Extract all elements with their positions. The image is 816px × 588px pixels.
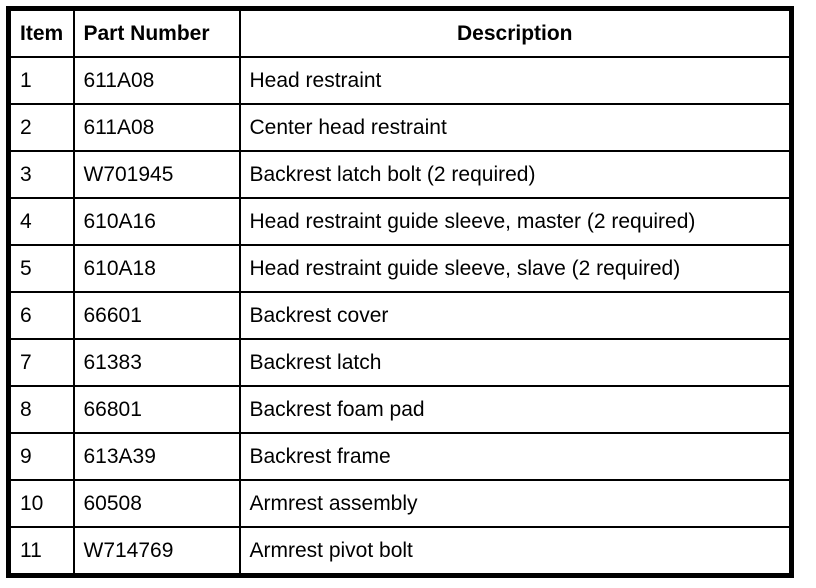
header-item: Item bbox=[7, 7, 75, 58]
cell-part-number: 611A08 bbox=[72, 56, 241, 105]
header-description: Description bbox=[238, 7, 793, 58]
cell-item: 4 bbox=[7, 197, 75, 246]
header-part-number: Part Number bbox=[72, 7, 241, 58]
table-body: 1 611A08 Head restraint 2 611A08 Center … bbox=[7, 56, 793, 577]
cell-part-number: 61383 bbox=[72, 338, 241, 387]
cell-description: Armrest assembly bbox=[238, 479, 793, 528]
table-row: 10 60508 Armrest assembly bbox=[7, 479, 793, 528]
cell-part-number: W701945 bbox=[72, 150, 241, 199]
cell-item: 7 bbox=[7, 338, 75, 387]
cell-description: Backrest latch bolt (2 required) bbox=[238, 150, 793, 199]
cell-description: Backrest cover bbox=[238, 291, 793, 340]
table-header-row: Item Part Number Description bbox=[7, 7, 793, 58]
table-row: 7 61383 Backrest latch bbox=[7, 338, 793, 387]
cell-description: Backrest frame bbox=[238, 432, 793, 481]
cell-part-number: 613A39 bbox=[72, 432, 241, 481]
cell-description: Backrest foam pad bbox=[238, 385, 793, 434]
table-row: 5 610A18 Head restraint guide sleeve, sl… bbox=[7, 244, 793, 293]
cell-item: 8 bbox=[7, 385, 75, 434]
cell-part-number: 610A18 bbox=[72, 244, 241, 293]
cell-description: Center head restraint bbox=[238, 103, 793, 152]
cell-part-number: W714769 bbox=[72, 526, 241, 577]
table-row: 4 610A16 Head restraint guide sleeve, ma… bbox=[7, 197, 793, 246]
table-row: 1 611A08 Head restraint bbox=[7, 56, 793, 105]
cell-description: Armrest pivot bolt bbox=[238, 526, 793, 577]
cell-description: Backrest latch bbox=[238, 338, 793, 387]
cell-item: 3 bbox=[7, 150, 75, 199]
cell-item: 9 bbox=[7, 432, 75, 481]
cell-item: 5 bbox=[7, 244, 75, 293]
table-row: 9 613A39 Backrest frame bbox=[7, 432, 793, 481]
cell-part-number: 60508 bbox=[72, 479, 241, 528]
table-row: 8 66801 Backrest foam pad bbox=[7, 385, 793, 434]
cell-part-number: 610A16 bbox=[72, 197, 241, 246]
cell-item: 1 bbox=[7, 56, 75, 105]
table-row: 11 W714769 Armrest pivot bolt bbox=[7, 526, 793, 577]
table-row: 6 66601 Backrest cover bbox=[7, 291, 793, 340]
cell-item: 10 bbox=[7, 479, 75, 528]
table-row: 2 611A08 Center head restraint bbox=[7, 103, 793, 152]
cell-item: 2 bbox=[7, 103, 75, 152]
cell-part-number: 66601 bbox=[72, 291, 241, 340]
table-row: 3 W701945 Backrest latch bolt (2 require… bbox=[7, 150, 793, 199]
cell-description: Head restraint guide sleeve, slave (2 re… bbox=[238, 244, 793, 293]
cell-part-number: 66801 bbox=[72, 385, 241, 434]
cell-description: Head restraint guide sleeve, master (2 r… bbox=[238, 197, 793, 246]
cell-item: 6 bbox=[7, 291, 75, 340]
cell-part-number: 611A08 bbox=[72, 103, 241, 152]
cell-item: 11 bbox=[7, 526, 75, 577]
parts-table: Item Part Number Description 1 611A08 He… bbox=[6, 6, 794, 578]
cell-description: Head restraint bbox=[238, 56, 793, 105]
